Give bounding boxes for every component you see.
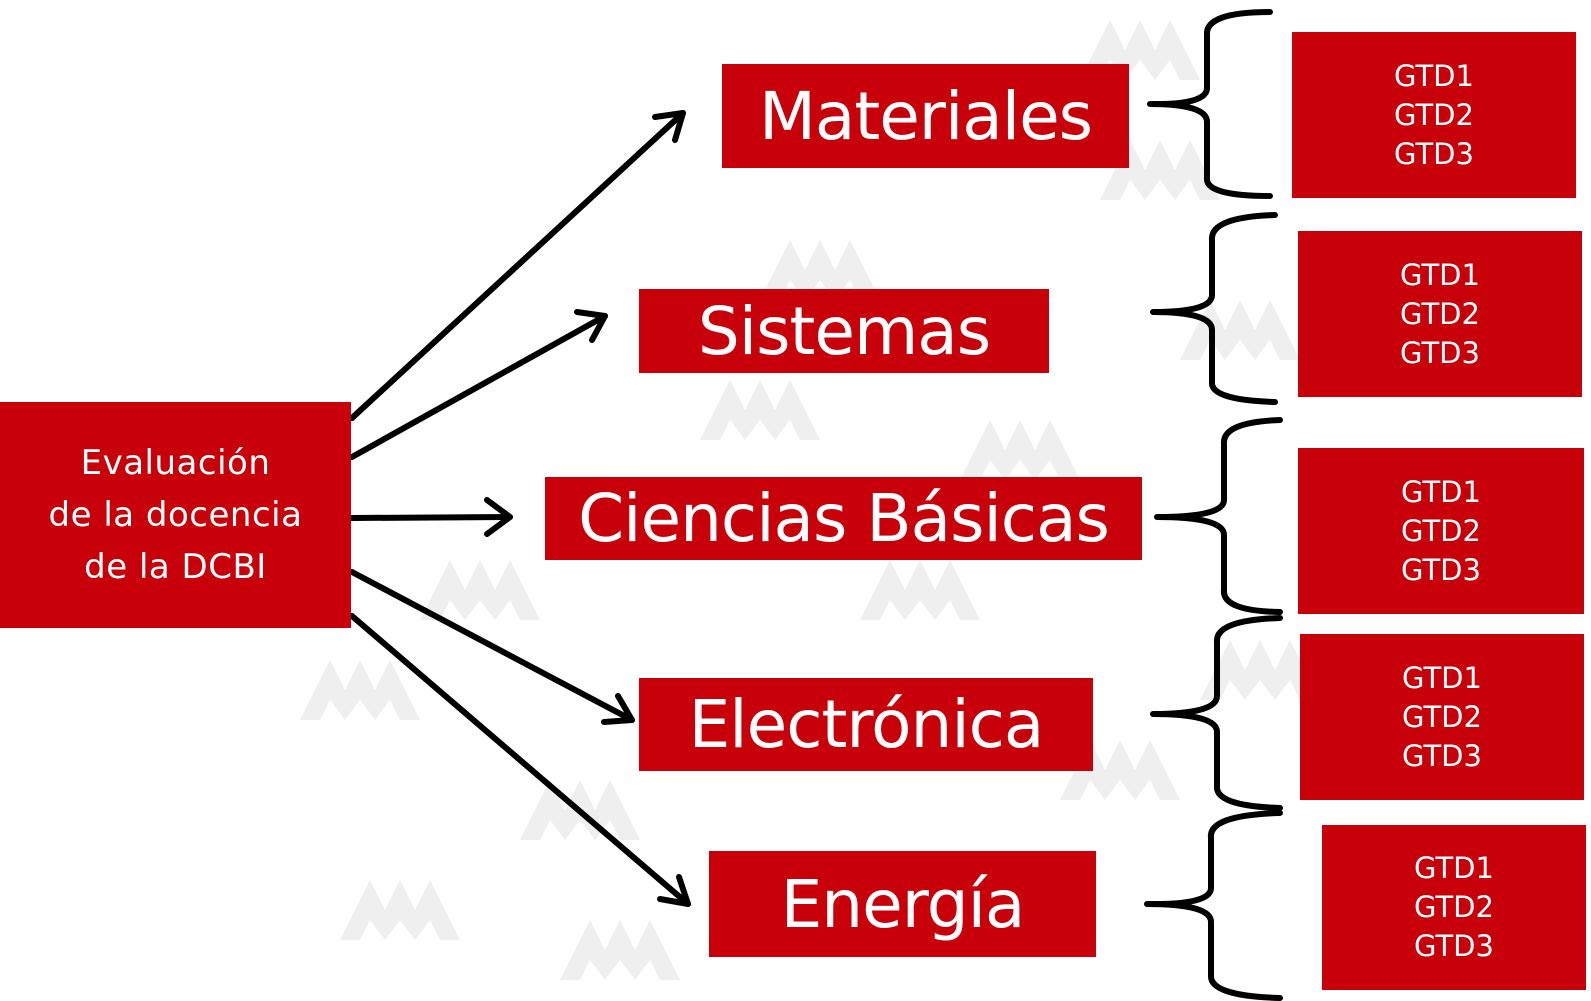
arrow-right-icon — [349, 497, 513, 537]
department-electronica: Electrónica — [639, 678, 1093, 771]
curly-brace-icon — [1154, 417, 1283, 615]
curly-brace-icon — [1150, 212, 1278, 405]
arrow-right-icon — [349, 613, 691, 907]
gtd-item: GTD2 — [1394, 97, 1474, 132]
arrow-right-icon — [349, 309, 608, 460]
curly-brace-icon — [1150, 615, 1283, 811]
gtd-item: GTD1 — [1400, 257, 1480, 292]
curly-brace-icon — [1147, 9, 1273, 199]
gtd-item: GTD3 — [1401, 552, 1481, 587]
gtd-item: GTD2 — [1401, 513, 1481, 548]
gtd-item: GTD1 — [1414, 851, 1494, 885]
gtd-item: GTD2 — [1402, 699, 1482, 734]
root-node: Evaluación de la docencia de la DCBI — [0, 402, 351, 628]
curly-brace-icon — [1144, 810, 1283, 1001]
gtd-item: GTD3 — [1400, 335, 1480, 370]
gtd-item: GTD3 — [1414, 929, 1494, 963]
gtd-group-electronica: GTD1 GTD2 GTD3 — [1300, 634, 1584, 800]
department-energia: Energía — [709, 851, 1096, 957]
department-sistemas: Sistemas — [639, 289, 1049, 373]
gtd-group-sistemas: GTD1 GTD2 GTD3 — [1298, 231, 1582, 397]
gtd-item: GTD1 — [1401, 474, 1481, 509]
department-materiales: Materiales — [722, 64, 1129, 168]
gtd-item: GTD2 — [1400, 296, 1480, 331]
gtd-item: GTD1 — [1402, 660, 1482, 695]
gtd-item: GTD3 — [1394, 136, 1474, 171]
gtd-item: GTD1 — [1394, 58, 1474, 93]
gtd-group-energia: GTD1 GTD2 GTD3 — [1322, 825, 1586, 990]
arrow-right-icon — [349, 110, 686, 421]
gtd-item: GTD3 — [1402, 738, 1482, 773]
department-ciencias-basicas: Ciencias Básicas — [545, 477, 1142, 560]
gtd-group-ciencias-basicas: GTD1 GTD2 GTD3 — [1298, 448, 1584, 614]
gtd-item: GTD2 — [1414, 890, 1494, 924]
gtd-group-materiales: GTD1 GTD2 GTD3 — [1292, 32, 1576, 198]
arrow-right-icon — [349, 569, 635, 725]
